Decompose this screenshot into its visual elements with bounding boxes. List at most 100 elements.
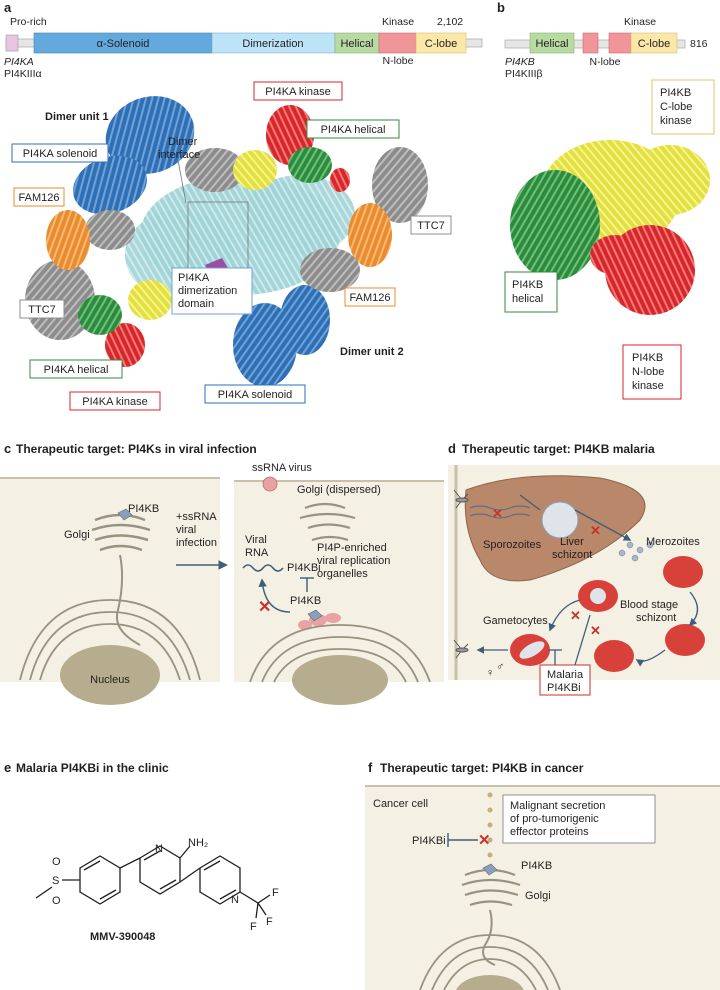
er-left [19,599,201,681]
callout-helical-bottom: PI4KA helical [44,364,109,376]
atom-f3: F [250,921,257,933]
callouts-panel-a: Dimer unit 1 Dimer unit 2 Dimer interfac… [11,81,452,411]
female-symbol: ♀ [486,667,494,679]
pi4ka-gene-label: PI4KA [4,56,34,68]
atom-s: S [52,875,59,887]
callout-dimerization-3: domain [178,298,214,310]
panel-e-letter: e [4,760,11,775]
pi4kb-nlobe-callout-2: N-lobe [632,366,664,378]
male-symbol: ♂ [496,661,504,673]
golgi-dispersed [299,502,356,542]
malaria-pi4kbi-label-1: Malaria [547,669,584,681]
n-lobe-label: N-lobe [383,55,414,67]
pi4kb-label-f: PI4KB [521,860,552,872]
infection-label-2: viral [176,524,196,536]
mosquito-icon [453,489,469,509]
cancer-cell-label: Cancer cell [373,798,428,810]
panel-f: f Therapeutic target: PI4KB in cancer Ca… [365,760,720,990]
panel-d: d Therapeutic target: PI4KB malaria ✕ Sp… [448,441,720,696]
infection-label-3: infection [176,537,217,549]
pi4kb-protein-label: PI4KIIIβ [505,68,543,80]
c-lobe-domain-label: C-lobe [425,38,457,50]
organelles-label-3: organelles [317,568,368,580]
blood-stage-label-2: schizont [636,612,676,624]
secretion-label-1: Malignant secretion [510,800,605,812]
panel-a-letter: a [4,0,12,15]
pro-rich-label: Pro-rich [10,16,47,28]
merozoites-label: Merozoites [646,536,700,548]
gametocytes-label: Gametocytes [483,615,548,627]
panel-c-letter: c [4,441,11,456]
atom-n1: N [155,843,163,855]
svg-text:✕: ✕ [492,506,503,521]
pi4kbi-label-c: PI4KBi [287,562,321,574]
pi4kb-helical-callout-2: helical [512,293,543,305]
compound-name: MMV-390048 [90,931,155,943]
callout-fam126-right: FAM126 [350,292,391,304]
nucleus-label: Nucleus [90,674,130,686]
malaria-pi4kbi-label-2: PI4KBi [547,682,581,694]
secretion-label-3: effector proteins [510,826,589,838]
callout-kinase-bottom: PI4KA kinase [82,396,147,408]
panel-d-title: Therapeutic target: PI4KB malaria [462,442,655,456]
panel-f-title: Therapeutic target: PI4KB in cancer [380,761,584,775]
golgi-dispersed-label: Golgi (dispersed) [297,484,381,496]
golgi-label-f: Golgi [525,890,551,902]
ssrna-virus-label: ssRNA virus [252,462,312,474]
callout-helical-top: PI4KA helical [321,124,386,136]
pi4kb-clobe-callout-1: PI4KB [660,87,691,99]
atom-n2: N [231,894,239,906]
pi4kb-clobe-callout-3: kinase [660,115,692,127]
panel-b-letter: b [497,0,505,15]
panel-c-title: Therapeutic target: PI4Ks in viral infec… [16,442,257,456]
mosquito-icon-2 [453,639,469,659]
pi4kb-structure [510,140,710,315]
svg-text:✕: ✕ [590,623,601,638]
pi4kb-c-lobe-label: C-lobe [638,38,670,50]
pi4kb-clobe-callout-2: C-lobe [660,101,692,113]
pi4ka-domain-bar: Pro-rich α-Solenoid Dimerization Helical… [4,16,483,80]
pi4kb-label-c: PI4KB [128,503,159,515]
atom-f1: F [272,887,279,899]
c-lobe-domain [415,32,467,54]
nucleus [60,645,160,705]
pi4kb-n-lobe-label: N-lobe [590,56,621,68]
pi4kb-nlobe-callout-1: PI4KB [632,352,663,364]
pi4kb-gene-label: PI4KB [505,56,535,68]
infection-label-1: +ssRNA [176,511,217,523]
er-f [419,934,561,990]
dimer-unit-2-label: Dimer unit 2 [340,346,404,358]
pi4kb-helical-callout-1: PI4KB [512,279,543,291]
length-label: 2,102 [437,16,463,28]
callout-solenoid-top: PI4KA solenoid [23,148,98,160]
atom-o1: O [52,856,61,868]
kinase-label: Kinase [382,16,414,28]
atom-f2: F [266,916,273,928]
liver-schizont-label-1: Liver [560,536,584,548]
viral-rna-label-2: RNA [245,547,269,559]
golgi-label-c: Golgi [64,529,90,541]
organelles-label-1: PI4P-enriched [317,542,387,554]
callout-dimerization-1: PI4KA [178,272,210,284]
callout-ttc7-left: TTC7 [28,304,56,316]
pi4kb-nlobe-callout-3: kinase [632,380,664,392]
pro-rich-domain [5,34,19,52]
panel-e-title: Malaria PI4KBi in the clinic [16,761,169,775]
callout-kinase-top: PI4KA kinase [265,86,330,98]
callout-ttc7-right: TTC7 [417,220,445,232]
dimerization-domain-label: Dimerization [242,38,303,50]
liver-schizont-label-2: schizont [552,549,592,561]
pi4ka-complex-structure [25,96,428,387]
chemical-structure [35,845,271,919]
panel-c: c Therapeutic target: PI4Ks in viral inf… [0,441,444,705]
secretion-label-2: of pro-tumorigenic [510,813,599,825]
pi4kbi-label-f: PI4KBi [412,835,446,847]
pi4kb-kinase-label: Kinase [624,16,656,28]
panel-d-letter: d [448,441,456,456]
svg-text:✕: ✕ [590,523,601,538]
callout-dimerization-2: dimerization [178,285,237,297]
panel-a: a Pro-rich α-Solenoid Dimerization Helic… [4,0,483,411]
dimer-interface-label-2: interface [158,149,200,161]
atom-nh2: NH₂ [188,837,208,849]
